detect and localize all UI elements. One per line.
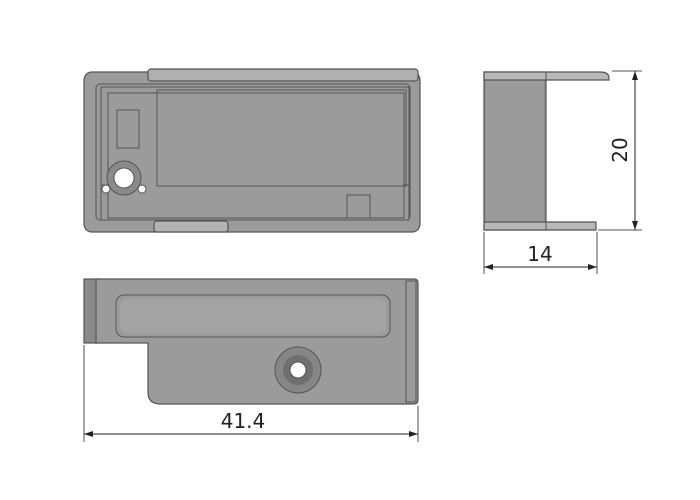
dimension-depth: 14 xyxy=(483,232,598,274)
front-view-square-window xyxy=(346,194,371,219)
side-view xyxy=(483,71,610,231)
bottom-view xyxy=(83,278,419,405)
front-view-knob xyxy=(113,167,135,189)
dimension-depth-label: 14 xyxy=(527,242,552,266)
front-view-display-window xyxy=(156,89,407,187)
front-view-pin-right xyxy=(137,184,147,194)
bottom-view-label-inner xyxy=(120,299,386,333)
dimension-height: 20 xyxy=(598,70,642,231)
side-view-bottom-lip xyxy=(483,221,597,231)
front-view-bottom-tab xyxy=(153,220,229,233)
front-view-top-rail xyxy=(147,68,419,82)
front-view-frame xyxy=(100,86,410,221)
bottom-view-body xyxy=(95,278,419,405)
bottom-view-right-edge xyxy=(405,280,417,403)
dimension-length-label: 41.4 xyxy=(221,409,266,433)
side-view-face xyxy=(486,80,544,222)
front-view xyxy=(83,68,421,233)
front-view-slot xyxy=(116,109,140,149)
bottom-view-label-recess xyxy=(115,294,391,338)
front-view-pin-left xyxy=(101,184,111,194)
dimension-length: 41.4 xyxy=(83,345,419,442)
front-view-panel xyxy=(107,92,405,219)
dimension-height-label: 20 xyxy=(608,137,632,162)
bottom-view-screw-hole xyxy=(289,361,307,379)
